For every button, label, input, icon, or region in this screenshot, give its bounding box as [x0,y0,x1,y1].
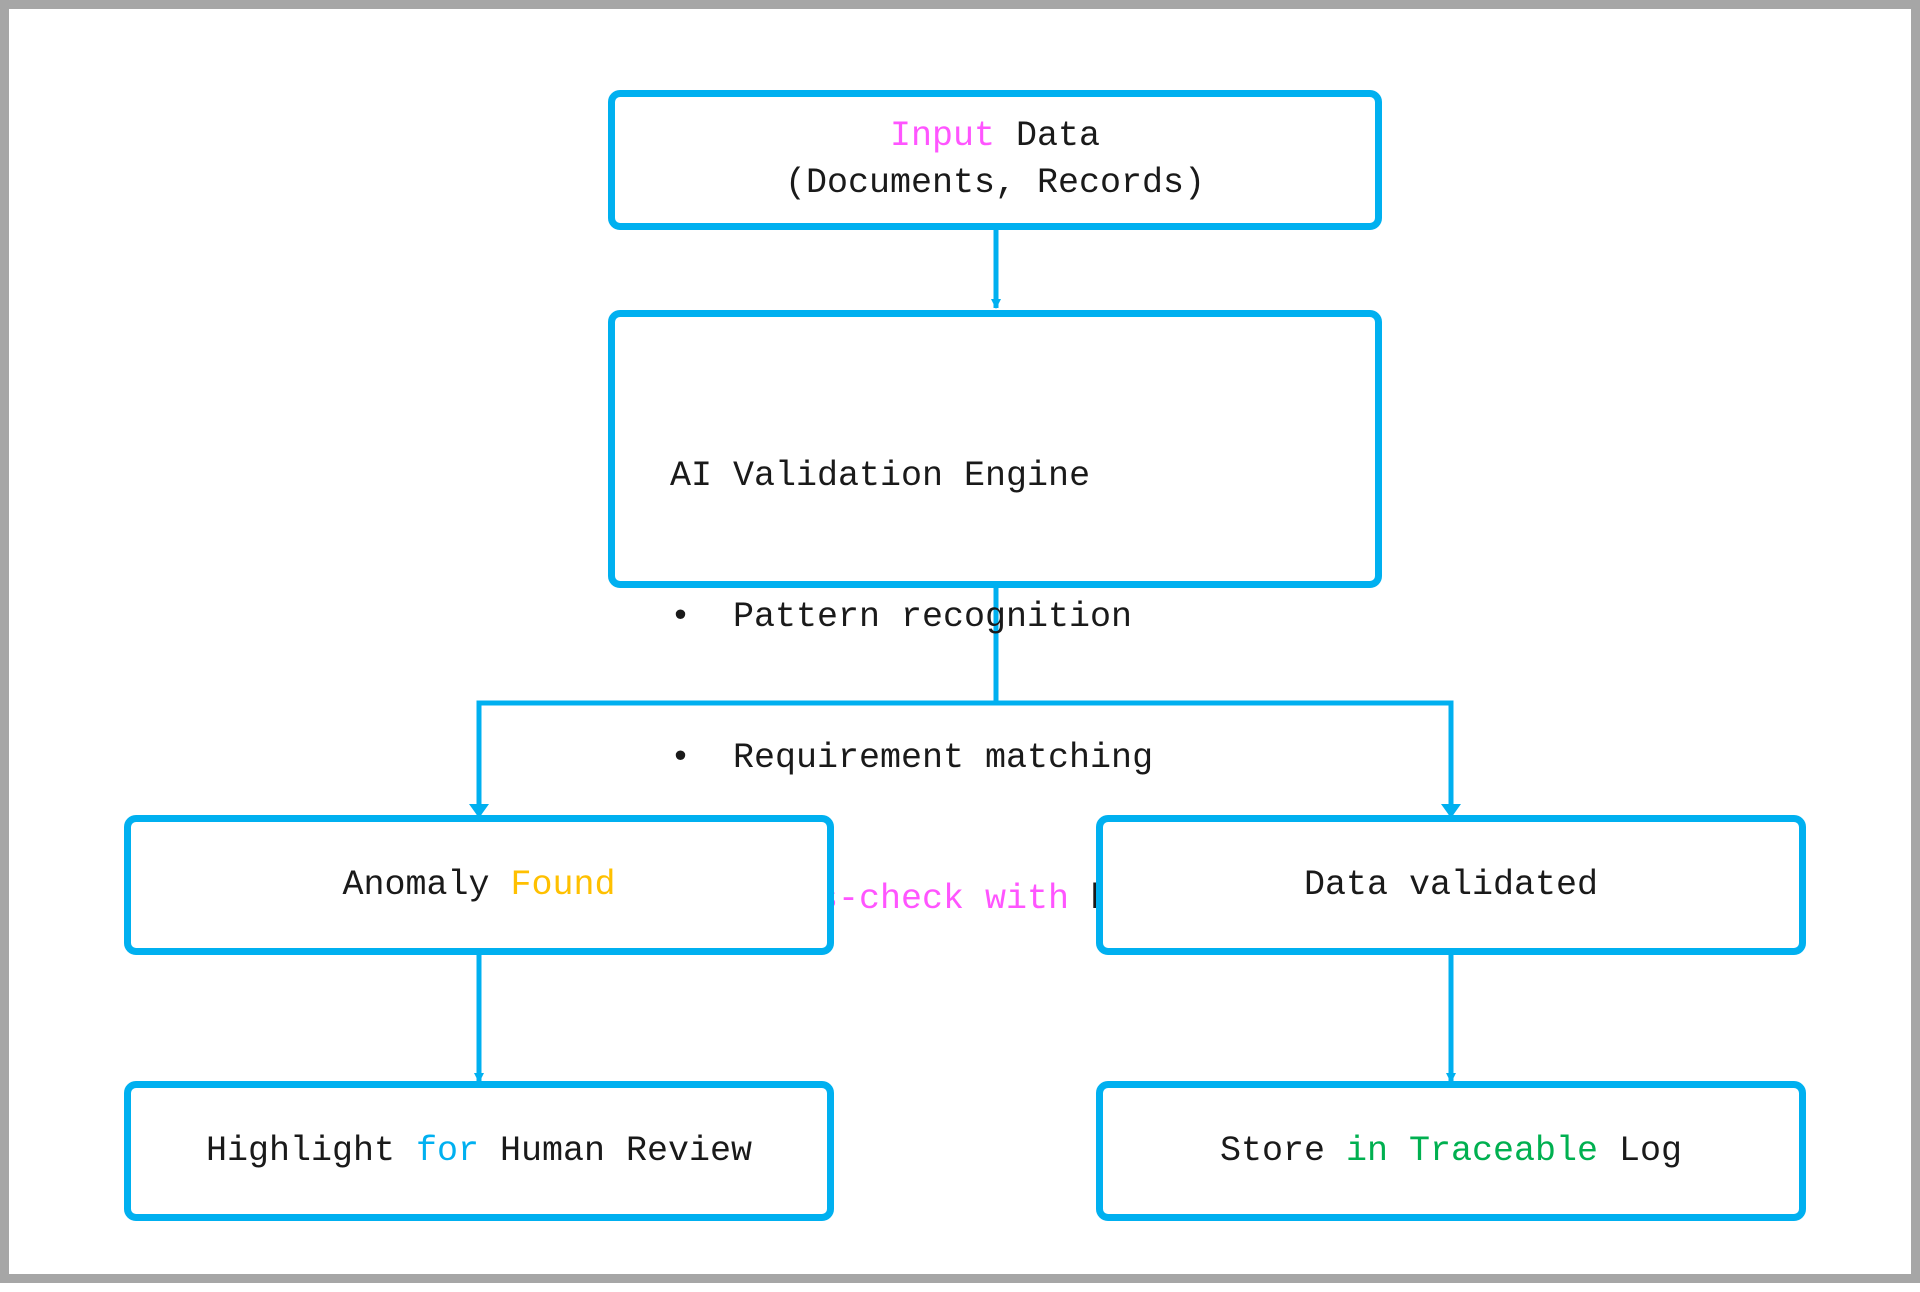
log-before: Store [1219,1130,1346,1171]
arrowhead-anomaly [469,804,489,818]
engine-item-requirement: • Requirement matching [670,735,1237,782]
connector-engine-split [476,586,1454,816]
anomaly-found-node: Anomaly Found [124,815,834,955]
review-before: Highlight [205,1130,416,1171]
data-validated-node: Data validated [1096,815,1806,955]
bullet-icon: • [670,738,692,778]
traceable-keyword: in Traceable [1345,1130,1599,1171]
input-data-title: Input Data [890,113,1100,160]
engine-item-text: Pattern recognition [733,597,1133,637]
ai-validation-engine-node: AI Validation Engine • Pattern recognitio… [608,310,1382,919]
input-data-node: Input Data (Documents, Records) [608,90,1382,230]
anomaly-label: Anomaly Found [342,862,615,909]
input-data-subtitle: (Documents, Records) [784,163,1206,203]
engine-item-text: Requirement matching [733,738,1154,778]
traceable-log-label: Store in Traceable Log [1220,1128,1682,1175]
input-data-word: Data [995,116,1101,156]
data-validated-label: Data validated [1303,864,1599,905]
log-after: Log [1598,1130,1683,1171]
traceable-log-node: Store in Traceable Log [1096,1081,1806,1221]
anomaly-word: Anomaly [342,864,511,905]
human-review-label: Highlight for Human Review [206,1128,752,1175]
connector-layer [469,228,1461,1083]
engine-content: AI Validation Engine • Pattern recognitio… [670,359,1237,1017]
found-keyword: Found [510,864,616,905]
for-keyword: for [415,1130,479,1171]
input-keyword: Input [889,116,995,156]
review-after: Human Review [479,1130,753,1171]
bullet-icon: • [670,597,692,637]
human-review-node: Highlight for Human Review [124,1081,834,1221]
engine-title: AI Validation Engine [670,456,1091,496]
arrowhead-validated [1441,804,1461,818]
engine-item-pattern: • Pattern recognition [670,594,1237,641]
